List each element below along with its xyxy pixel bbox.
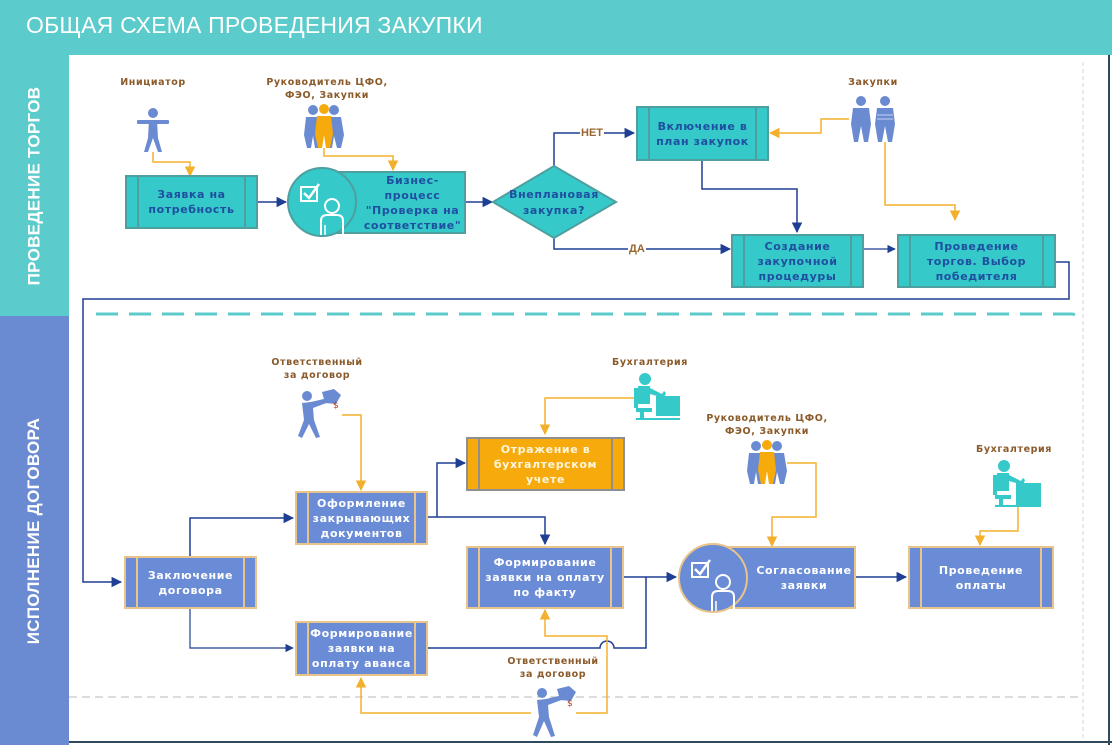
process-accounting-record-label: Отражение в бухгалтерском учете (493, 442, 598, 486)
actor-label-heads-1: Руководитель ЦФО, ФЭО, Закупки (266, 77, 388, 101)
two-people-icon (851, 96, 895, 142)
header-bar: ОБЩАЯ СХЕМА ПРОВЕДЕНИЯ ЗАКУПКИ (0, 0, 1112, 55)
group-people-icon (747, 440, 787, 484)
person-with-money-icon: $ (298, 389, 341, 438)
process-closing-docs[interactable]: Оформление закрывающих документов (295, 491, 428, 545)
flow-contract-to-advance (189, 608, 294, 653)
bp-check-badge (287, 167, 357, 237)
accountant-at-desk-icon (993, 460, 1041, 507)
process-bp-check-label: Бизнес-процесс "Проверка на соответствие… (363, 173, 462, 232)
actor-link-responsible-2-advance (355, 676, 531, 714)
page-title: ОБЩАЯ СХЕМА ПРОВЕДЕНИЯ ЗАКУПКИ (26, 12, 483, 38)
actor-link-responsible-1 (342, 414, 367, 492)
accountant-at-desk-icon (634, 373, 680, 420)
approve-request-badge (678, 543, 748, 613)
process-request[interactable]: Заявка на потребность (125, 175, 258, 229)
checklist-person-icon (691, 559, 735, 611)
actor-label-responsible-1: Ответственный за договор (271, 357, 363, 381)
process-create-procedure-label: Создание закупочной процедуры (757, 239, 838, 283)
actor-link-accounting-2 (974, 505, 1019, 547)
actor-label-accounting-2: Бухгалтерия (976, 444, 1052, 455)
actor-link-procurement-tenders (884, 142, 961, 222)
lane-label-contract: ИСПОЛНЕНИЕ ДОГОВОРА (0, 316, 69, 745)
checklist-person-icon (300, 183, 344, 235)
actor-link-responsible-2-fact (539, 608, 608, 714)
actor-label-procurement: Закупки (848, 77, 898, 88)
svg-text:$: $ (567, 699, 573, 709)
actor-link-procurement-plan (768, 118, 849, 139)
actor-link-heads-1 (323, 148, 399, 172)
flow-decision-yes (553, 238, 732, 255)
process-advance-payment-request-label: Формирование заявки на оплату аванса (310, 627, 413, 670)
flow-decision-no (553, 127, 636, 166)
branch-label-no: НЕТ (580, 127, 604, 139)
frame-border-bottom (69, 741, 1112, 743)
process-tenders-label: Проведение торгов. Выбор победителя (926, 239, 1027, 283)
standing-person-icon (137, 108, 169, 152)
actor-link-heads-2 (766, 462, 817, 548)
decision-label: Внеплановая закупка? (509, 188, 599, 217)
branch-label-yes: ДА (628, 243, 646, 255)
process-advance-payment-request[interactable]: Формирование заявки на оплату аванса (295, 621, 428, 676)
process-conclude-contract[interactable]: Заключение договора (124, 556, 257, 609)
process-payment[interactable]: Проведение оплаты (908, 546, 1054, 609)
process-accounting-record[interactable]: Отражение в бухгалтерском учете (466, 437, 625, 491)
actor-label-responsible-2: Ответственный за договор (507, 656, 599, 680)
process-fact-payment-request-label: Формирование заявки на оплату по факту (485, 556, 605, 599)
actor-label-initiator: Инициатор (120, 77, 186, 88)
lane-divider (96, 312, 1085, 321)
process-payment-label: Проведение оплаты (938, 563, 1024, 592)
process-approve-request-label: Согласование заявки (756, 563, 852, 592)
actor-link-initiator (152, 152, 196, 178)
process-closing-docs-label: Оформление закрывающих документов (312, 496, 411, 540)
lane-label-tenders: ПРОВЕДЕНИЕ ТОРГОВ (0, 55, 69, 316)
actor-link-accounting-1 (539, 397, 634, 436)
flow-plan-to-procedure (701, 161, 803, 234)
group-people-icon (304, 104, 344, 148)
svg-text:$: $ (333, 401, 339, 411)
flow-tenders-to-contract (82, 261, 1070, 588)
process-include-plan[interactable]: Включение в план закупок (636, 106, 769, 161)
actor-label-accounting-1: Бухгалтерия (612, 357, 688, 368)
flow-closing-docs-to-accounting (428, 457, 467, 518)
decision-diamond[interactable] (491, 164, 618, 240)
actor-label-heads-2: Руководитель ЦФО, ФЭО, Закупки (706, 413, 828, 437)
flow-closing-docs-to-fact-request (437, 516, 551, 546)
process-tenders[interactable]: Проведение торгов. Выбор победителя (897, 234, 1056, 288)
process-request-label: Заявка на потребность (148, 188, 235, 216)
flow-advance-to-approve (428, 577, 647, 649)
process-include-plan-label: Включение в план закупок (656, 119, 749, 148)
process-fact-payment-request[interactable]: Формирование заявки на оплату по факту (466, 546, 624, 609)
process-create-procedure[interactable]: Создание закупочной процедуры (731, 234, 864, 288)
frame-border-right (1108, 55, 1110, 745)
flow-contract-to-closing-docs (189, 512, 295, 556)
person-with-money-icon: $ (533, 686, 576, 737)
process-conclude-contract-label: Заключение договора (147, 568, 234, 597)
